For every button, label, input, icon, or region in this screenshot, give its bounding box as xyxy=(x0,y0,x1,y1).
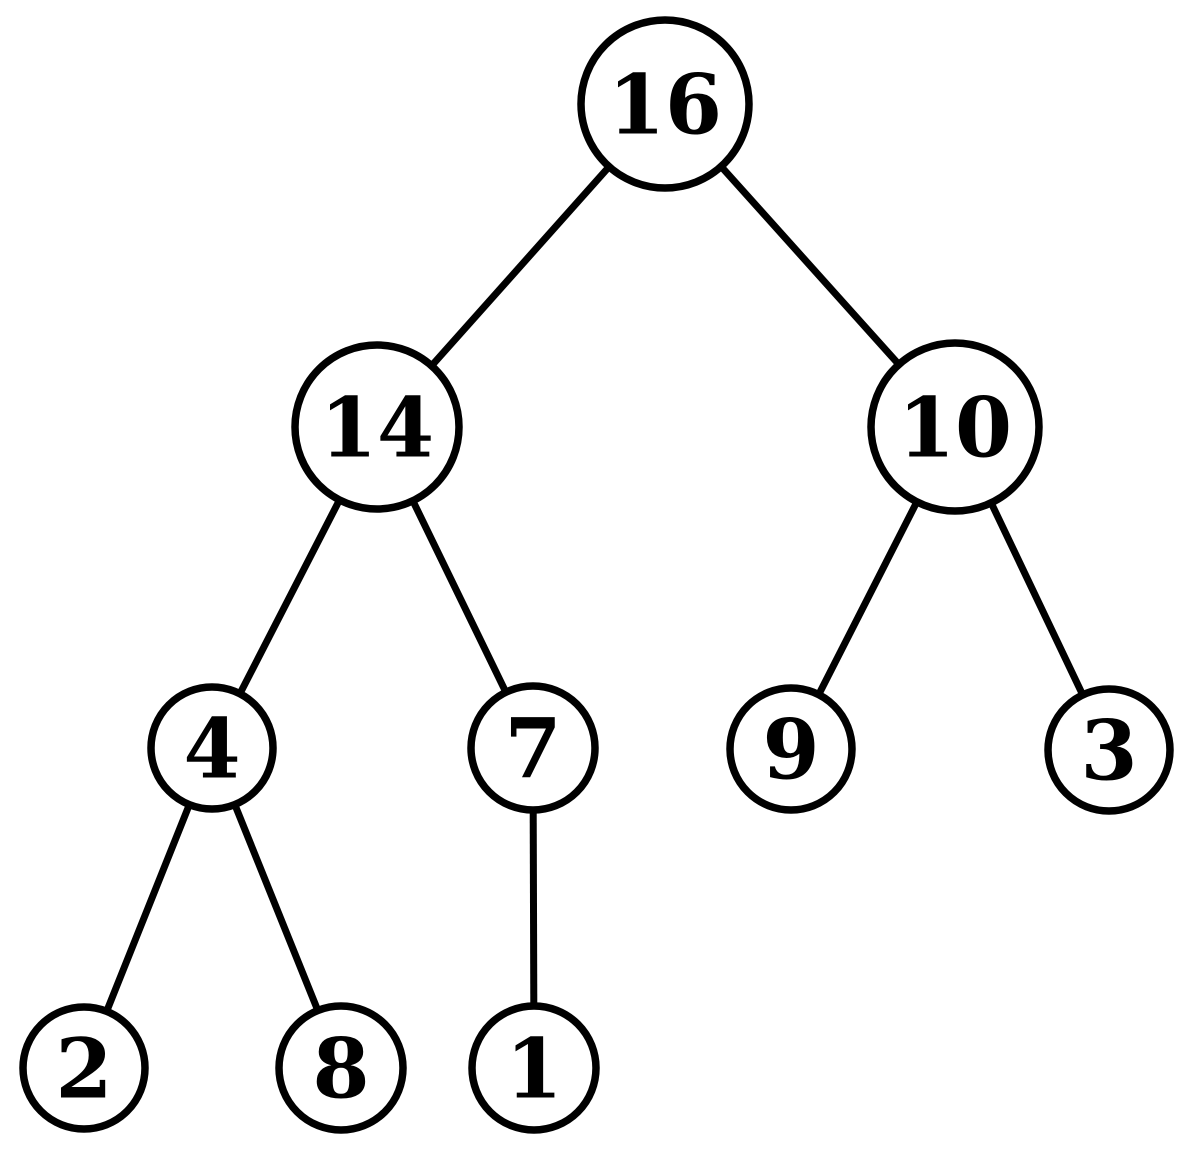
node-circle-9 xyxy=(726,684,856,814)
node-label-14: 14 xyxy=(320,381,434,477)
tree-node-14: 14 xyxy=(291,341,463,513)
node-circle-10 xyxy=(867,339,1043,515)
node-label-4: 4 xyxy=(183,702,240,798)
node-label-1: 1 xyxy=(505,1022,562,1118)
tree-node-16: 16 xyxy=(577,16,753,192)
node-circle-2 xyxy=(19,1003,149,1133)
node-label-7: 7 xyxy=(504,702,561,798)
node-label-3: 3 xyxy=(1080,704,1137,800)
tree-node-9: 9 xyxy=(726,684,856,814)
node-circle-8 xyxy=(275,1002,407,1134)
node-circle-16 xyxy=(577,16,753,192)
node-label-8: 8 xyxy=(312,1022,369,1118)
node-circle-14 xyxy=(291,341,463,513)
tree-node-3: 3 xyxy=(1044,685,1174,815)
node-circle-4 xyxy=(147,683,277,813)
tree-node-7: 7 xyxy=(467,682,599,814)
node-label-16: 16 xyxy=(608,58,722,154)
node-circle-7 xyxy=(467,682,599,814)
node-label-2: 2 xyxy=(55,1022,112,1118)
node-circle-1 xyxy=(468,1002,600,1134)
node-circle-3 xyxy=(1044,685,1174,815)
tree-node-8: 8 xyxy=(275,1002,407,1134)
tree-node-4: 4 xyxy=(147,683,277,813)
node-label-9: 9 xyxy=(762,703,819,799)
tree-node-1: 1 xyxy=(468,1002,600,1134)
tree-node-10: 10 xyxy=(867,339,1043,515)
tree-node-2: 2 xyxy=(19,1003,149,1133)
node-label-10: 10 xyxy=(898,381,1012,477)
